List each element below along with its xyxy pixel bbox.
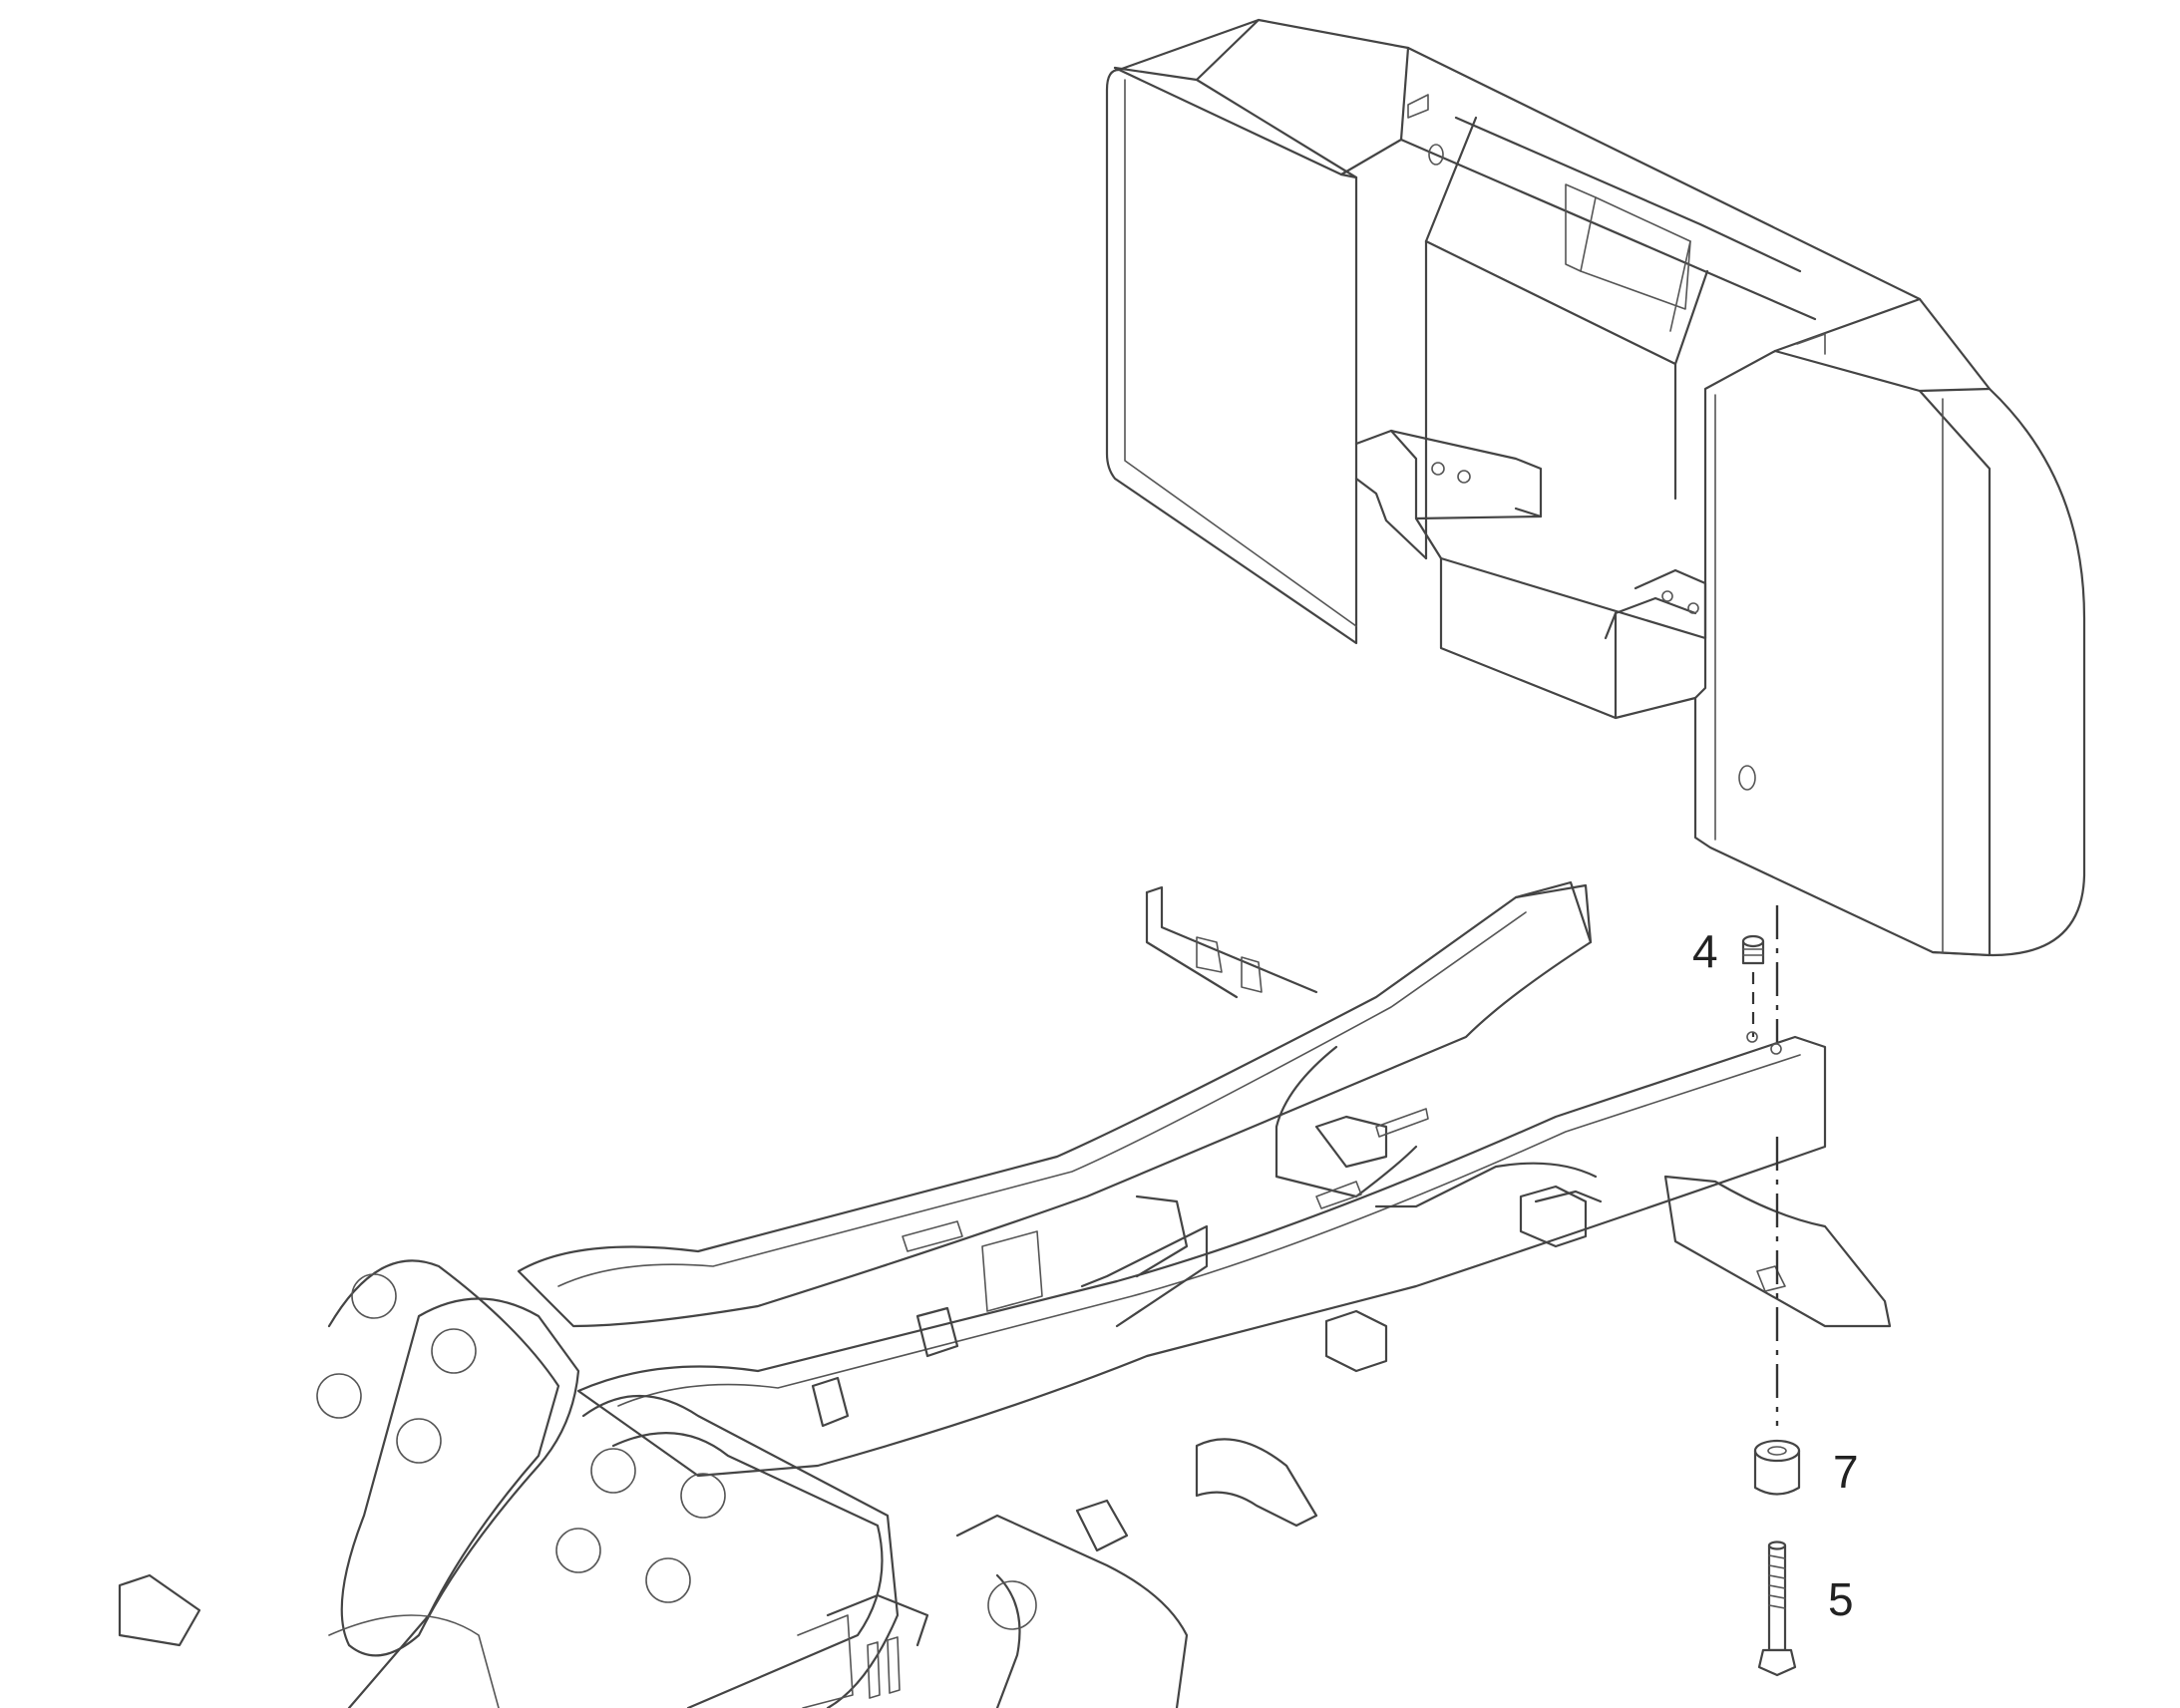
pin-part [1741, 934, 1765, 965]
bolt-part [1757, 1540, 1797, 1677]
spacer-bushing-part [1753, 1439, 1801, 1496]
counterweight [1105, 18, 2086, 957]
fastener-assembly: 4 7 5 [1692, 905, 1859, 1677]
callout-7-label: 7 [1833, 1446, 1859, 1498]
callout-4-label: 4 [1692, 925, 1718, 977]
machine-frame [118, 880, 1892, 1708]
callout-5-label: 5 [1828, 1573, 1854, 1625]
